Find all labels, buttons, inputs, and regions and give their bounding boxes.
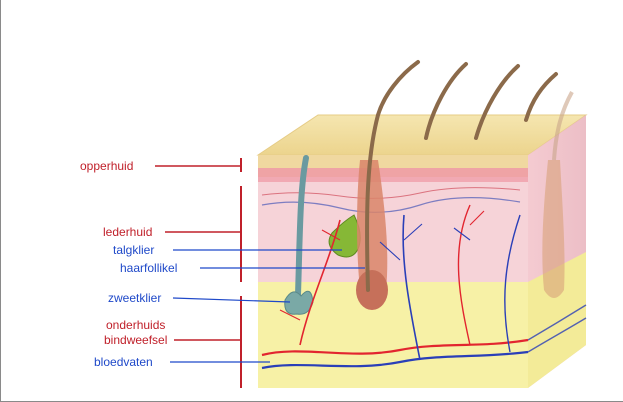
- label-onderhuids: onderhuids: [106, 318, 165, 332]
- label-zweetklier: zweetklier: [108, 291, 161, 305]
- hair-shaft-4: [526, 74, 556, 120]
- label-talgklier: talgklier: [113, 243, 154, 257]
- sweat-gland-coil: [285, 291, 313, 314]
- epidermis-red-band: [258, 168, 528, 182]
- hair-bulb: [356, 270, 388, 310]
- label-bloedvaten: bloedvaten: [94, 355, 153, 369]
- label-bindweefsel: bindweefsel: [104, 333, 167, 347]
- label-haarfollikel: haarfollikel: [120, 261, 177, 275]
- label-lederhuid: lederhuid: [103, 225, 152, 239]
- label-opperhuid: opperhuid: [80, 159, 133, 173]
